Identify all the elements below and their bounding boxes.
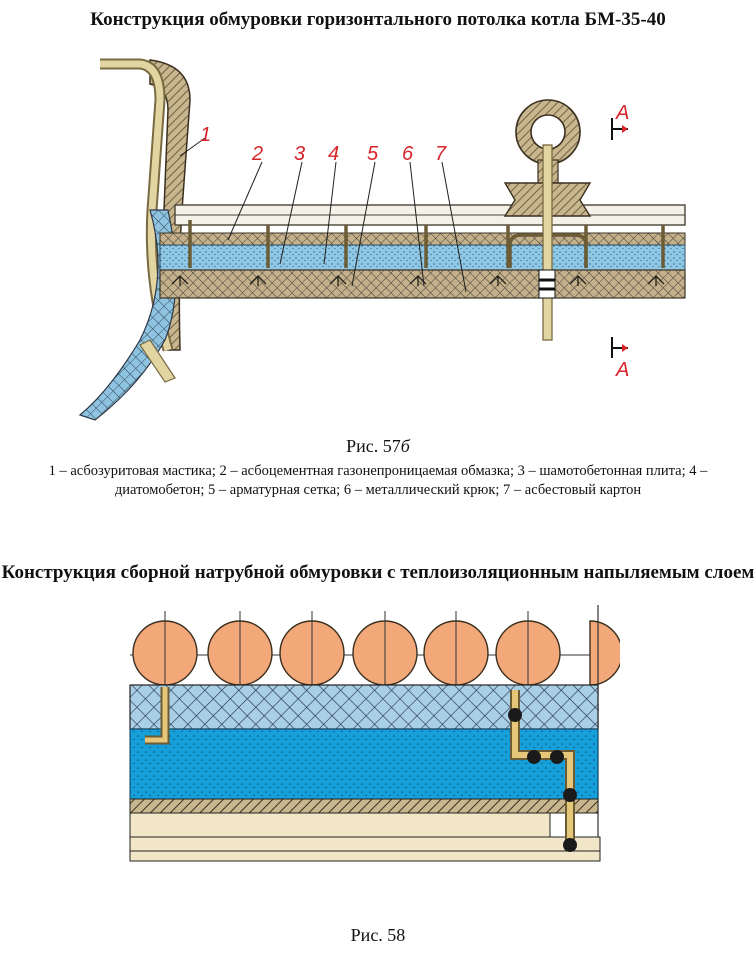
caption-prefix: Рис. 57 [346, 436, 401, 456]
figure-1-caption: Рис. 57б [0, 436, 756, 457]
callout-2: 2 [251, 143, 263, 165]
section-mark-top: А [615, 102, 629, 124]
callout-5: 5 [367, 143, 379, 165]
caption-suffix: б [400, 436, 410, 456]
figure-2-title: Конструкция сборной натрубной обмуровки … [1, 562, 755, 583]
figure-1-legend: 1 – асбозуритовая мастика; 2 – асбоцемен… [48, 463, 708, 498]
callout-3: 3 [294, 143, 305, 165]
sprayed-insulation-diagram [129, 605, 620, 862]
section-mark-bottom: А [615, 359, 629, 381]
boiler-tubes [132, 620, 620, 686]
callout-4: 4 [328, 143, 339, 165]
callout-1: 1 [200, 124, 211, 146]
figure-2-caption: Рис. 58 [350, 925, 406, 945]
callout-7: 7 [435, 143, 447, 165]
figure-1-title: Конструкция обмуровки горизонтального по… [90, 9, 666, 30]
callout-6: 6 [402, 143, 414, 165]
boiler-ceiling-diagram: А А 1 2 3 4 5 6 7 [78, 58, 686, 421]
